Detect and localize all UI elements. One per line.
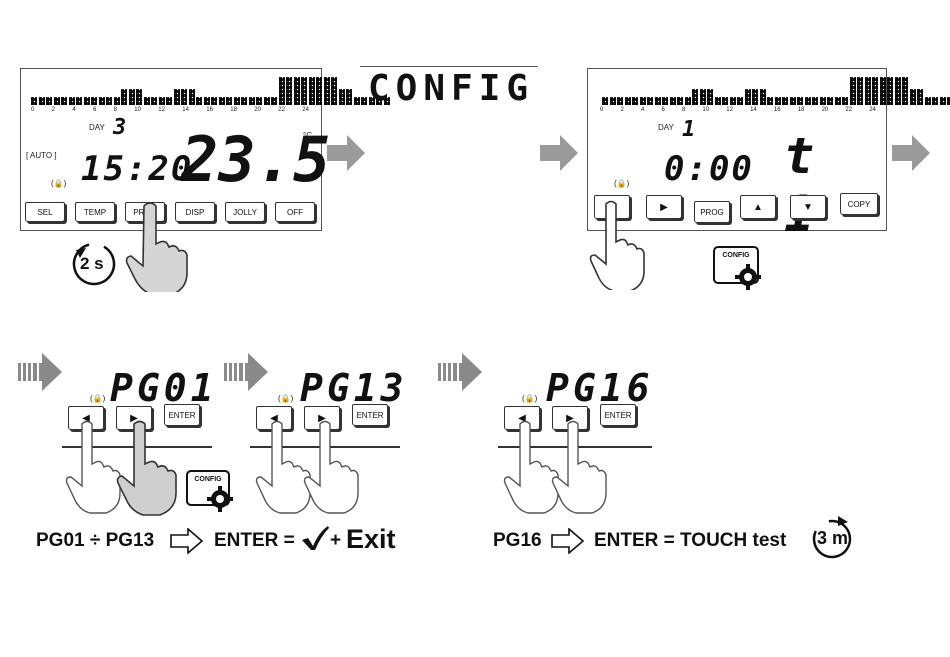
tick-8: 8 (681, 107, 686, 113)
tick-10: 10 (702, 107, 710, 113)
sel-button[interactable]: SEL (25, 202, 65, 222)
caption-exit: Exit (346, 524, 396, 554)
prog-button[interactable]: PROG (694, 201, 730, 223)
tick-22: 22 (278, 107, 285, 113)
padlock-icon: (🔒) (278, 394, 294, 403)
day-value: 1 (682, 117, 698, 142)
tick-10: 10 (134, 107, 141, 113)
tick-0: 0 (31, 107, 35, 113)
tick-20: 20 (821, 107, 829, 113)
tick-24: 24 (302, 107, 309, 113)
tick-22: 22 (845, 107, 853, 113)
tick-18: 18 (230, 107, 237, 113)
padlock-icon: (🔒) (614, 179, 630, 188)
parameter-code: PG01 (110, 366, 218, 410)
hour-scale: 0 2 4 6 8 10 12 14 16 18 20 22 24 (31, 107, 309, 113)
tick-16: 16 (773, 107, 781, 113)
tick-12: 12 (726, 107, 733, 113)
tick-2: 2 (51, 107, 55, 113)
outline-arrow-icon (170, 528, 204, 554)
tick-4: 4 (640, 107, 645, 113)
thermostat-display-config: 0 2 4 6 8 10 12 14 16 18 20 22 24 DAY 1 … (587, 68, 950, 243)
program-code: t 1 (784, 127, 819, 243)
tick-0: 0 (600, 107, 604, 113)
tick-12: 12 (158, 107, 165, 113)
pointing-hand-icon (125, 202, 188, 292)
clock-time: 0:00 (664, 149, 754, 189)
tick-4: 4 (72, 107, 76, 113)
hold-time-label: 2 s (80, 254, 104, 273)
checkmark-icon (302, 526, 329, 550)
caption-plus: + (330, 530, 342, 551)
caption-enter-b: ENTER = TOUCH test (594, 530, 787, 551)
copy-button[interactable]: COPY (840, 193, 878, 215)
outline-arrow-icon (551, 528, 585, 554)
caption-range: PG01 ÷ PG13 (36, 530, 155, 551)
flow-arrow (327, 135, 365, 171)
config-icon-label: CONFIG (722, 252, 750, 259)
parameter-code: PG16 (546, 366, 654, 410)
flow-arrow-striped (438, 353, 482, 391)
day-label: DAY (89, 123, 105, 132)
off-button[interactable]: OFF (275, 202, 315, 222)
pointing-hand-icon (116, 420, 177, 516)
down-arrow-button[interactable]: ▼ (790, 195, 826, 219)
tick-6: 6 (92, 107, 97, 113)
tick-18: 18 (797, 107, 805, 113)
pointing-hand-icon (589, 200, 645, 290)
flow-arrow (540, 135, 578, 171)
flow-arrow (892, 135, 930, 171)
jolly-button[interactable]: JOLLY (225, 202, 265, 222)
pointing-hand-icon (255, 420, 311, 514)
pointing-hand-icon (303, 420, 359, 514)
tick-16: 16 (206, 107, 213, 113)
mode-badge: [ AUTO ] (26, 151, 57, 160)
pointing-hand-icon (551, 420, 607, 514)
gear-icon (207, 486, 233, 512)
caption-enter-a: ENTER = (214, 530, 295, 551)
tick-2: 2 (620, 107, 624, 113)
disp-button[interactable]: DISP (175, 202, 215, 222)
tick-6: 6 (661, 107, 665, 113)
clock-time: 15:20 (81, 149, 194, 189)
unit-celsius: °C (303, 131, 312, 140)
day-label: DAY (658, 123, 674, 132)
timer-icon (812, 516, 852, 559)
right-arrow-button[interactable]: ▶ (552, 406, 588, 430)
right-arrow-button[interactable]: ▶ (646, 195, 682, 219)
tick-14: 14 (182, 107, 189, 113)
gear-icon (735, 264, 761, 290)
padlock-icon: (🔒) (90, 394, 106, 403)
config-display-panel (360, 66, 538, 230)
timer-label: 3 m (817, 528, 849, 548)
flow-arrow-striped (224, 353, 268, 391)
program-bars (602, 77, 950, 105)
tick-14: 14 (750, 107, 757, 113)
hold-timer-icon (72, 242, 116, 286)
day-value: 3 (113, 115, 129, 140)
up-arrow-button[interactable]: ▲ (740, 195, 776, 219)
flow-arrow-striped (18, 353, 62, 391)
program-bars (31, 77, 391, 105)
parameter-code: PG13 (300, 366, 408, 410)
pointing-hand-icon (65, 420, 121, 514)
enter-button[interactable]: ENTER (352, 404, 388, 426)
enter-button[interactable]: ENTER (164, 404, 200, 426)
tick-8: 8 (113, 107, 117, 113)
tick-24: 24 (869, 107, 876, 113)
tick-20: 20 (254, 107, 261, 113)
temperature-value: 23.5 (181, 123, 331, 196)
thermostat-display-main: 0 2 4 6 8 10 12 14 16 18 20 22 24 DAY 3 … (20, 68, 390, 231)
config-icon-label: CONFIG (194, 476, 222, 483)
hour-scale: 0 2 4 6 8 10 12 14 16 18 20 22 24 (600, 107, 876, 113)
config-display-text: CONFIG (368, 68, 535, 109)
enter-button[interactable]: ENTER (600, 404, 636, 426)
padlock-icon: (🔒) (51, 179, 67, 188)
pointing-hand-icon (503, 420, 559, 514)
temp-button[interactable]: TEMP (75, 202, 115, 222)
caption-code-b: PG16 (493, 530, 542, 551)
padlock-icon: (🔒) (522, 394, 538, 403)
